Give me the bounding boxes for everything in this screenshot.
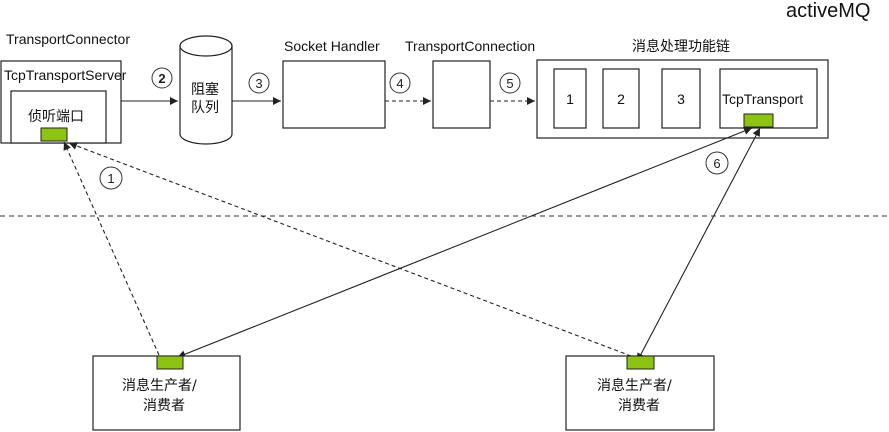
step-2-marker: [151, 67, 173, 89]
chain-stage-2-label: 2: [617, 91, 625, 107]
client-1-connector: [156, 355, 184, 370]
chain-stage-3-box: [661, 68, 701, 129]
processing-chain-label: 消息处理功能链: [632, 38, 730, 55]
tcp-transport-server-label: TcpTransportServer: [4, 67, 127, 83]
step-1-marker: [99, 166, 123, 190]
step-6-marker: [705, 151, 729, 175]
step-5-marker: [499, 72, 521, 94]
link-client1-to-tcp-transport: [177, 127, 753, 358]
listen-port-connector: [40, 127, 68, 142]
socket-handler-box: [282, 60, 386, 129]
step-4-marker: [389, 72, 411, 94]
step-5-label: 5: [506, 76, 513, 91]
step-3-label: 3: [255, 76, 262, 91]
blocking-queue-line1: 阻塞: [191, 81, 219, 98]
step-3-marker: [248, 72, 270, 94]
client-2-connector: [626, 355, 655, 370]
transport-connection-box: [432, 60, 491, 129]
chain-stage-2-box: [602, 68, 640, 129]
client-2-line2: 消费者: [618, 398, 660, 414]
tcp-transport-label: TcpTransport: [722, 91, 803, 107]
client-1-line1: 消息生产者/: [122, 377, 197, 394]
client-2-line1: 消息生产者/: [597, 377, 672, 394]
chain-stage-3-label: 3: [677, 91, 685, 107]
blocking-queue-line2: 队列: [191, 100, 219, 116]
step-1-label: 1: [107, 171, 114, 186]
arrow-client2-to-listen-port: [68, 142, 632, 357]
chain-stage-1-label: 1: [566, 91, 574, 107]
diagram-title: activeMQ: [786, 0, 870, 22]
socket-handler-label: Socket Handler: [284, 38, 380, 54]
step-2-label: 2: [158, 71, 165, 86]
step-4-label: 4: [396, 76, 403, 91]
arrow-client1-to-listen-port: [63, 141, 160, 356]
client-1-line2: 消费者: [143, 398, 185, 414]
step-6-label: 6: [713, 156, 720, 171]
link-client2-to-tcp-transport: [637, 127, 761, 362]
transport-connection-label: TransportConnection: [405, 38, 535, 54]
tcp-transport-connector: [743, 113, 774, 128]
chain-stage-1-box: [553, 68, 587, 129]
blocking-queue-cylinder: [179, 35, 233, 145]
listen-port-label: 侦听端口: [28, 109, 84, 125]
transport-connector-label: TransportConnector: [6, 31, 130, 47]
